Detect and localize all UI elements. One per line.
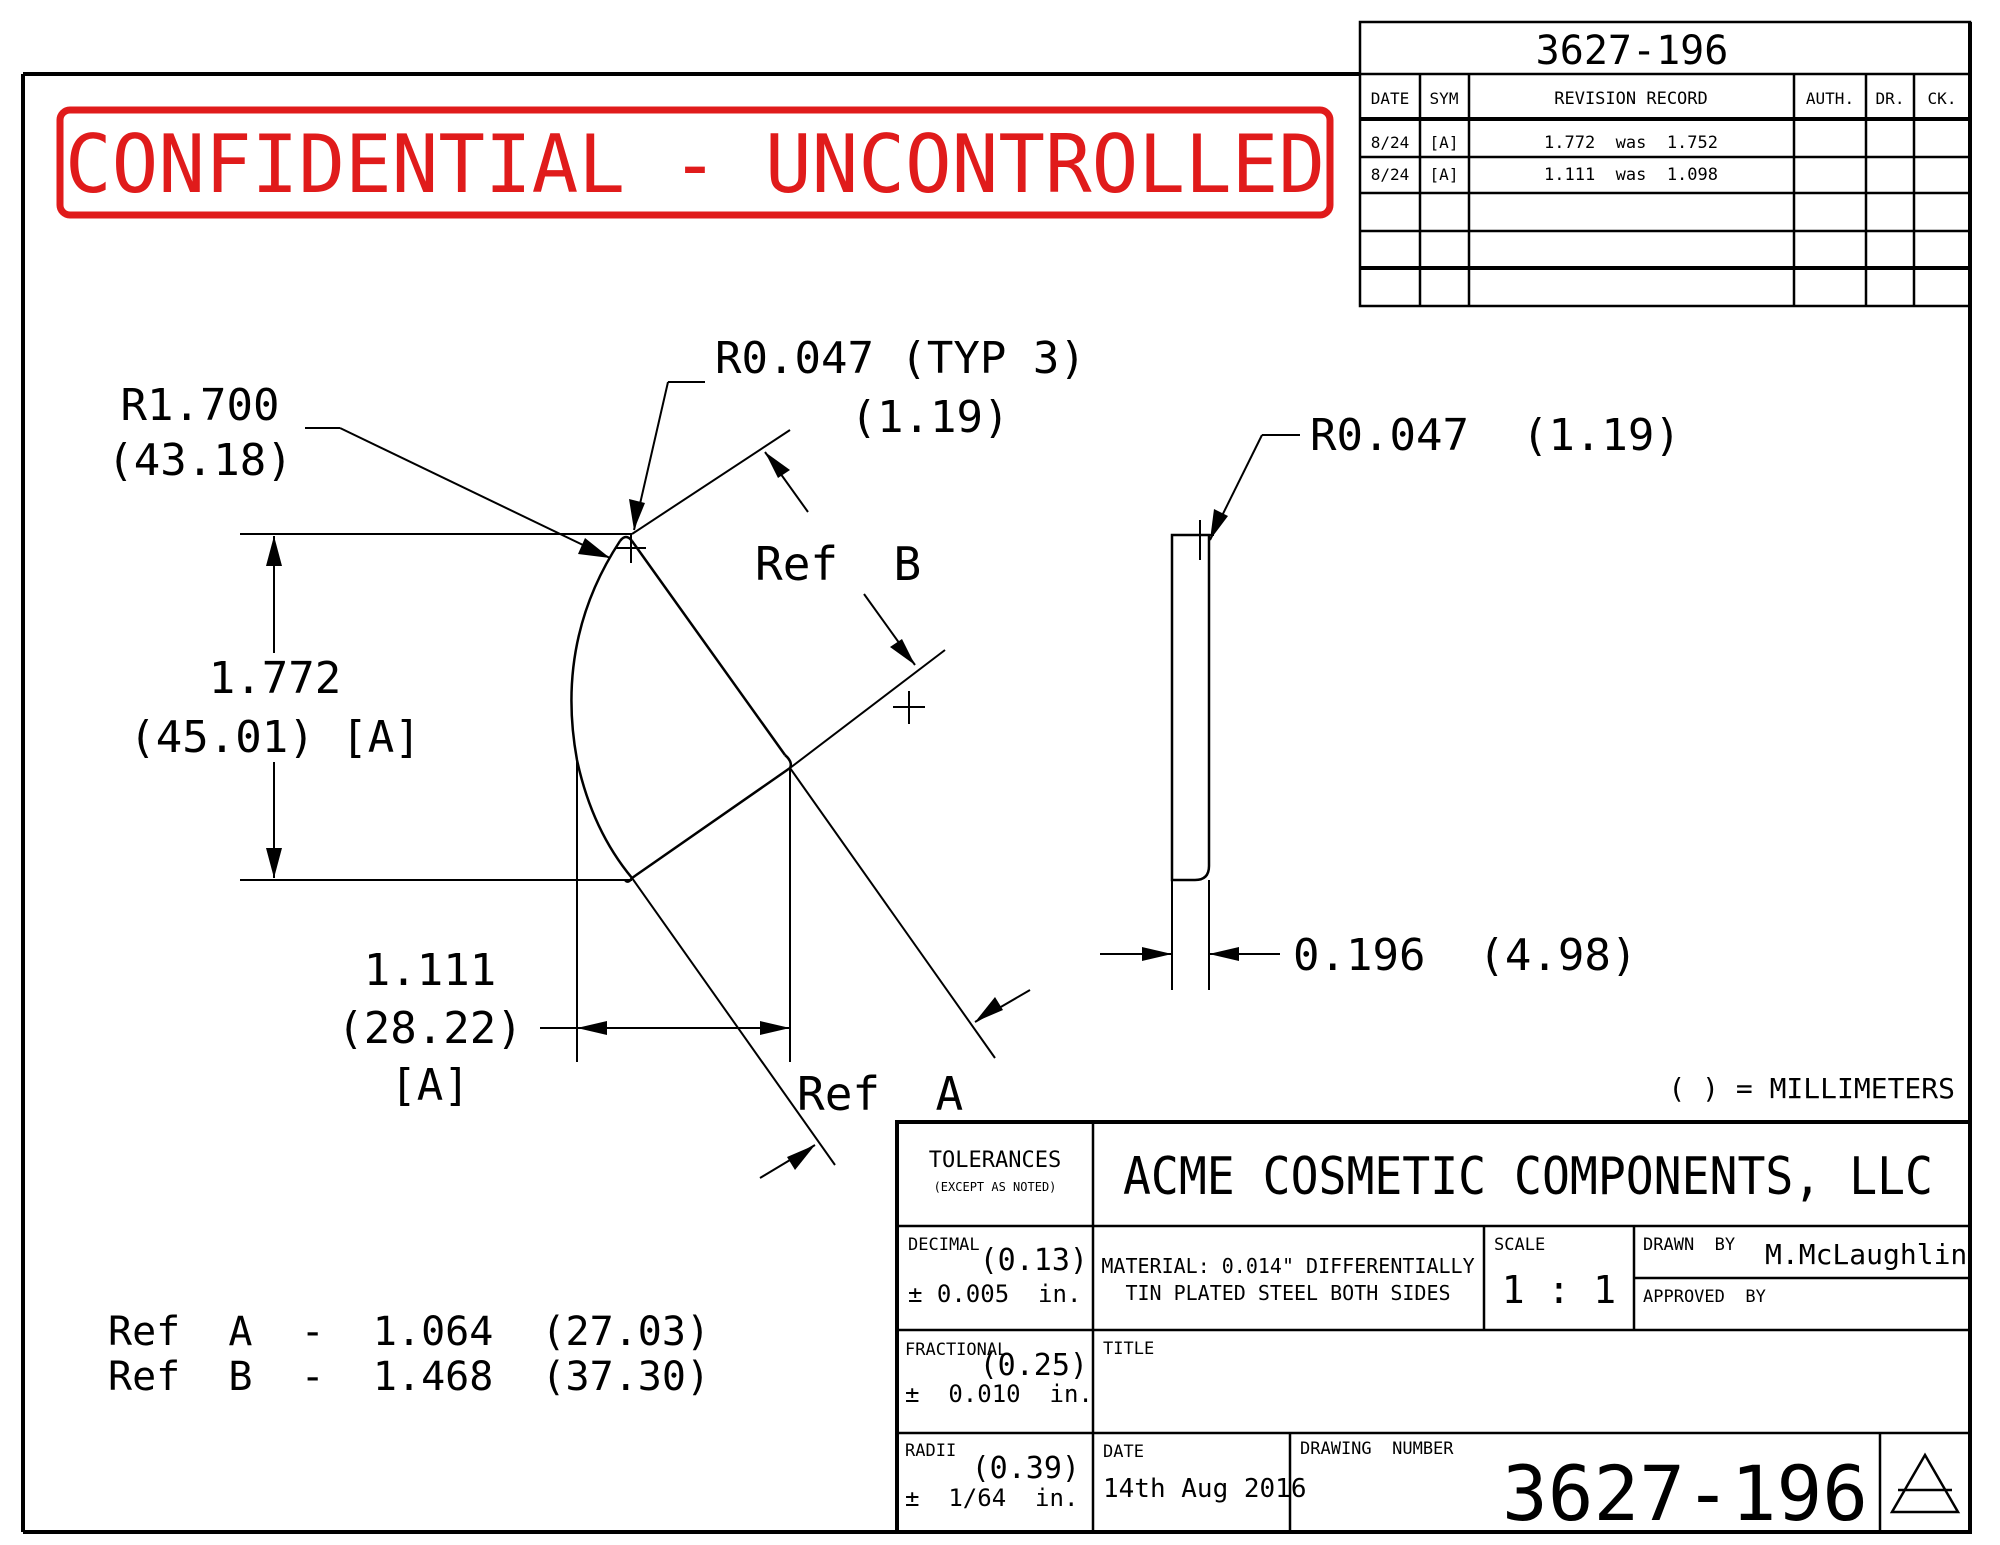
r1700-label: R1.700 <box>121 380 280 431</box>
d1111-label: 1.111 <box>364 945 496 996</box>
d1772-label: 1.772 <box>209 653 341 704</box>
fractional-label: FRACTIONAL <box>905 1340 1007 1360</box>
ref-a-label: Ref A <box>797 1067 963 1121</box>
revision-block: 3627-196 DATE SYM REVISION RECORD AUTH. … <box>1358 20 1972 308</box>
scale-label: SCALE <box>1494 1235 1545 1255</box>
rev-header-ck: CK. <box>1928 89 1957 108</box>
d1111-mm-label: (28.22) <box>337 1003 522 1054</box>
material-line-1: MATERIAL: 0.014" DIFFERENTIALLY <box>1101 1254 1474 1278</box>
rev-header-auth: AUTH. <box>1806 89 1854 108</box>
company-name: ACME COSMETIC COMPONENTS, LLC <box>1123 1147 1933 1207</box>
r047-typ-mm-label: (1.19) <box>851 392 1010 443</box>
confidential-stamp-text: CONFIDENTIAL - UNCONTROLLED <box>65 118 1325 211</box>
r047-side-label: R0.047 (1.19) <box>1310 410 1681 461</box>
ref-b-note: Ref B - 1.468 (37.30) <box>108 1354 710 1400</box>
material-line-2: TIN PLATED STEEL BOTH SIDES <box>1125 1281 1450 1305</box>
rev-header-dr: DR. <box>1876 89 1905 108</box>
rev-row-2-record: 1.111 was 1.098 <box>1544 165 1718 185</box>
side-view <box>1170 520 1214 882</box>
tolerances-label: TOLERANCES <box>929 1148 1061 1173</box>
title-block: TOLERANCES (EXCEPT AS NOTED) ACME COSMET… <box>895 1120 1972 1538</box>
drawing-number-value: 3627-196 <box>1502 1449 1868 1538</box>
r1700-mm-label: (43.18) <box>107 435 292 486</box>
date-value: 14th Aug 2016 <box>1103 1474 1307 1504</box>
except-noted-label: (EXCEPT AS NOTED) <box>934 1180 1057 1194</box>
drawing-number-label: DRAWING NUMBER <box>1300 1439 1454 1459</box>
ref-b-label: Ref B <box>755 537 921 591</box>
rev-row-1-sym: [A] <box>1430 133 1459 152</box>
rev-row-1-date: 8/24 <box>1371 133 1410 152</box>
decimal-mm: (0.13) <box>980 1243 1088 1278</box>
rev-row-2-date: 8/24 <box>1371 165 1410 184</box>
decimal-value: ± 0.005 in. <box>908 1280 1081 1308</box>
approved-by-label: APPROVED BY <box>1643 1287 1766 1307</box>
radii-mm: (0.39) <box>972 1451 1080 1486</box>
dimension-lines <box>240 381 1300 1179</box>
units-note: ( ) = MILLIMETERS <box>1668 1072 1955 1105</box>
rev-header-sym: SYM <box>1430 89 1459 108</box>
fractional-mm: (0.25) <box>980 1348 1088 1383</box>
d1111-revision-label: [A] <box>390 1060 469 1111</box>
radii-value: ± 1/64 in. <box>905 1484 1078 1512</box>
ref-notes: Ref A - 1.064 (27.03) Ref B - 1.468 (37.… <box>108 1309 710 1400</box>
dimension-labels: R1.700 (43.18) R0.047 (TYP 3) (1.19) Ref… <box>107 333 1955 1121</box>
revision-triangle-icon <box>1889 1452 1961 1514</box>
date-label: DATE <box>1103 1442 1144 1462</box>
drawn-by-label: DRAWN BY <box>1643 1235 1735 1255</box>
rev-header-date: DATE <box>1371 89 1410 108</box>
d1772-mm-label: (45.01) [A] <box>129 712 420 763</box>
rev-row-1-record: 1.772 was 1.752 <box>1544 133 1718 153</box>
rev-row-2-sym: [A] <box>1430 165 1459 184</box>
ref-a-note: Ref A - 1.064 (27.03) <box>108 1309 710 1355</box>
revision-drawing-number: 3627-196 <box>1536 28 1729 74</box>
thickness-label: 0.196 (4.98) <box>1293 930 1637 981</box>
r047-typ-label: R0.047 (TYP 3) <box>715 333 1086 384</box>
fractional-value: ± 0.010 in. <box>905 1380 1093 1408</box>
confidential-stamp: CONFIDENTIAL - UNCONTROLLED <box>56 106 1334 219</box>
decimal-label: DECIMAL <box>908 1235 980 1255</box>
drawn-by-value: M.McLaughlin <box>1765 1238 1967 1271</box>
scale-value: 1 : 1 <box>1502 1268 1616 1312</box>
radii-label: RADII <box>905 1441 956 1461</box>
title-label: TITLE <box>1103 1339 1154 1359</box>
rev-header-record: REVISION RECORD <box>1554 89 1708 109</box>
